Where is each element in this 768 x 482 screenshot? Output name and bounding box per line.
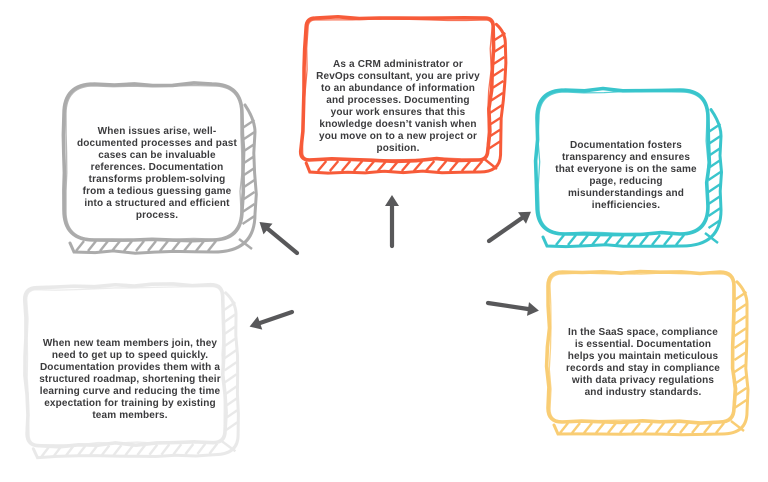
card-top-center: As a CRM administrator or RevOps consult… xyxy=(298,10,508,188)
sketch-border-top-center xyxy=(298,15,508,175)
arrow-to-upper-left xyxy=(259,222,300,256)
sketch-border-lower-right xyxy=(544,269,750,437)
sketch-border-upper-right xyxy=(533,86,724,249)
arrow-to-lower-left xyxy=(249,309,295,330)
card-upper-right: Documentation fosters transparency and e… xyxy=(532,82,726,249)
card-upper-left: When issues arise, well-documented proce… xyxy=(58,78,264,260)
card-text-lower-left: When new team members join, they need to… xyxy=(39,338,221,421)
card-text-lower-right: In the SaaS space, compliance is essenti… xyxy=(566,327,720,398)
sketch-border-lower-left xyxy=(22,282,240,460)
sketch-border-upper-left xyxy=(61,81,258,255)
card-lower-right: In the SaaS space, compliance is essenti… xyxy=(542,264,752,444)
card-text-upper-left: When issues arise, well-documented proce… xyxy=(77,126,237,221)
arrow-to-lower-right xyxy=(485,300,539,316)
card-lower-left: When new team members join, they need to… xyxy=(16,278,254,464)
card-text-upper-right: Documentation fosters transparency and e… xyxy=(555,140,697,211)
arrow-to-top-center xyxy=(385,195,399,249)
card-text-top-center: As a CRM administrator or RevOps consult… xyxy=(316,59,480,154)
arrow-to-upper-right xyxy=(486,211,531,244)
